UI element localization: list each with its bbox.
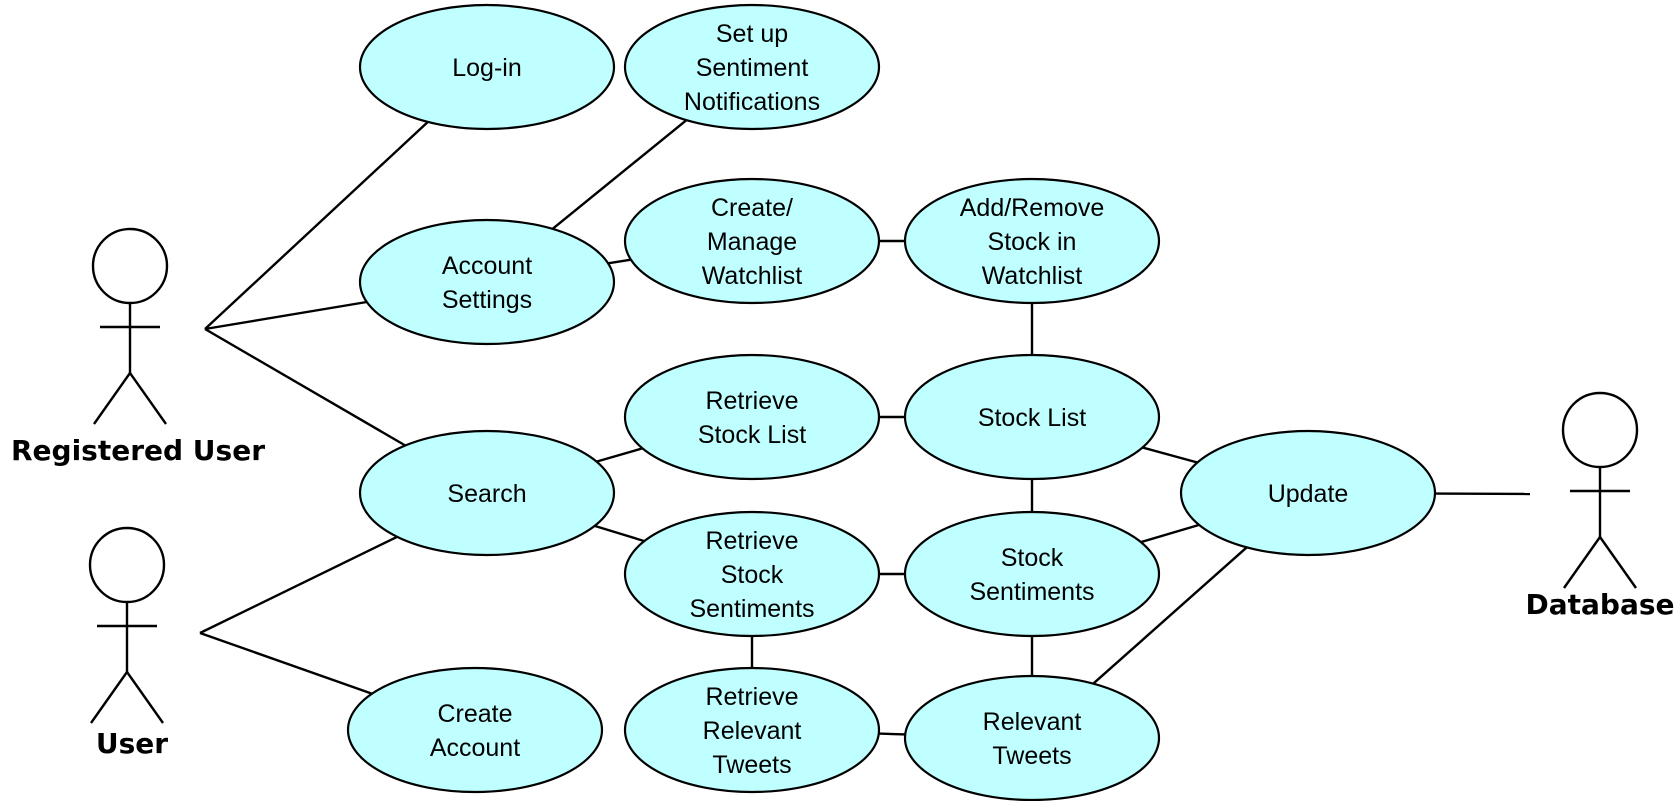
- associations: [199, 119, 1531, 736]
- use-case-label-line: Sentiments: [969, 578, 1094, 606]
- association-stocklist-update: [1142, 446, 1198, 464]
- use-case-label-line: Set up: [716, 20, 788, 48]
- use-case-ellipse: [1179, 429, 1437, 557]
- use-case-stocklist: Stock List: [903, 353, 1161, 481]
- use-case-search: Search: [358, 429, 616, 557]
- actor-left-leg: [93, 372, 131, 425]
- use-case-ellipse: [346, 666, 604, 794]
- actor-database: Database: [1525, 391, 1675, 621]
- actor-user: User: [88, 526, 168, 760]
- use-case-label-line: Stock: [1001, 544, 1064, 572]
- actor-right-leg: [129, 372, 167, 425]
- use-case-label-line: Tweets: [712, 751, 791, 779]
- association-settings-watchlist: [607, 258, 632, 265]
- use-case-label-line: Relevant: [703, 717, 802, 745]
- actor-registered: Registered User: [11, 227, 265, 467]
- use-case-label-line: Update: [1268, 480, 1349, 508]
- use-case-ellipse: [623, 177, 881, 305]
- use-case-ellipse: [623, 353, 881, 481]
- actor-head: [91, 227, 169, 305]
- association-tweets-update: [1092, 546, 1248, 685]
- use-case-ellipse: [358, 3, 616, 131]
- use-case-ellipse: [623, 3, 881, 131]
- use-case-ellipse: [903, 177, 1161, 305]
- association-search-retsent: [594, 524, 645, 543]
- actor-head: [88, 526, 166, 604]
- use-case-login: Log-in: [358, 3, 616, 131]
- actor-label-database: Database: [1525, 588, 1674, 621]
- use-case-label-line: Retrieve: [705, 683, 798, 711]
- use-case-label-line: Stock: [721, 561, 784, 589]
- use-case-label-line: Create: [437, 700, 512, 728]
- actor-left-leg: [90, 671, 128, 724]
- use-case-ellipse: [623, 666, 881, 794]
- association-search-retlist: [596, 447, 643, 463]
- use-case-label-line: Settings: [442, 286, 532, 314]
- actor-head: [1561, 391, 1639, 469]
- use-case-label-line: Retrieve: [705, 527, 798, 555]
- use-cases: Log-in Set up SentimentNotificationsAccoun…: [346, 3, 1437, 801]
- association-settings-notif: [551, 119, 688, 230]
- use-case-label-line: Manage: [707, 228, 797, 256]
- use-case-label-line: Stock List: [978, 404, 1086, 432]
- actor-right-leg: [1599, 536, 1637, 589]
- use-case-label-line: Stock List: [698, 421, 806, 449]
- use-case-ellipse: [903, 510, 1161, 638]
- use-case-label-line: Watchlist: [982, 262, 1083, 290]
- use-case-label-line: Relevant: [983, 708, 1082, 736]
- association-rettweets-tweets: [878, 732, 906, 736]
- use-case-label-line: Add/Remove: [960, 194, 1105, 222]
- actor-label-registered: Registered User: [11, 434, 265, 467]
- association-user-search: [199, 535, 398, 635]
- actor-left-leg: [1563, 536, 1601, 589]
- use-case-update: Update: [1179, 429, 1437, 557]
- use-case-label-line: Log-in: [452, 54, 522, 82]
- use-case-label-line: Stock in: [988, 228, 1077, 256]
- use-case-label-line: Search: [447, 480, 526, 508]
- use-case-label-line: Watchlist: [702, 262, 803, 290]
- use-case-label-line: Retrieve: [705, 387, 798, 415]
- actor-label-user: User: [96, 727, 168, 760]
- use-case-label-line: Account: [442, 252, 532, 280]
- association-registered-settings: [204, 300, 367, 331]
- use-case-label-line: Sentiments: [689, 595, 814, 623]
- use-case-label-line: Tweets: [992, 742, 1071, 770]
- use-case-ellipse: [903, 353, 1161, 481]
- actor-right-leg: [126, 671, 164, 724]
- use-case-label-line: Create/: [711, 194, 793, 222]
- association-sentiments-update: [1140, 523, 1200, 544]
- use-case-label-line: Account: [430, 734, 520, 762]
- association-registered-login: [204, 121, 429, 330]
- use-case-ellipse: [358, 218, 616, 346]
- association-user-create: [199, 631, 373, 695]
- use-case-label-line: Notifications: [684, 88, 820, 116]
- use-case-ellipse: [903, 674, 1161, 801]
- association-registered-search: [204, 327, 406, 447]
- use-case-label-line: Sentiment: [696, 54, 809, 82]
- use-case-ellipse: [623, 510, 881, 638]
- use-case-ellipse: [358, 429, 616, 557]
